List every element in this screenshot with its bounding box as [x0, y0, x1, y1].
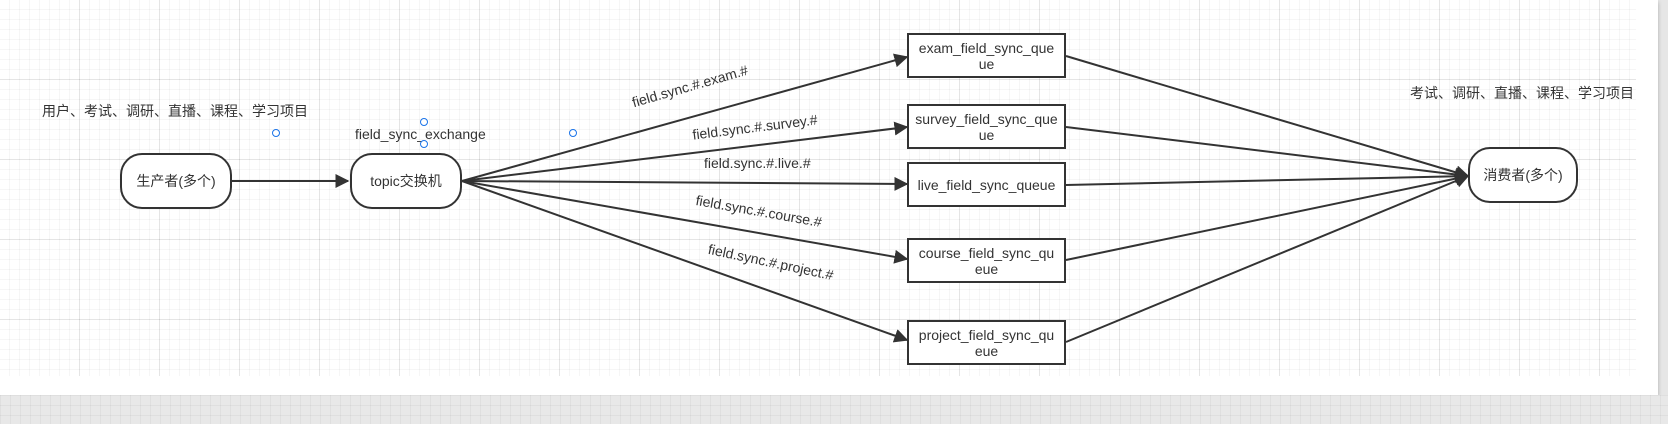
- live-queue-node[interactable]: live_field_sync_queue: [907, 162, 1066, 207]
- exchange-node[interactable]: topic交换机: [350, 153, 462, 209]
- diagram-page[interactable]: [0, 0, 1658, 395]
- canvas-margin: [0, 395, 1668, 424]
- selection-handle-bottom[interactable]: [420, 140, 428, 148]
- edge-exchange-to-survey-queue[interactable]: [461, 121, 909, 182]
- consumer-node[interactable]: 消费者(多个): [1468, 147, 1578, 203]
- survey-queue-label: survey_field_sync_queue: [915, 110, 1058, 143]
- edge-project-queue-to-consumer[interactable]: [1065, 174, 1470, 343]
- routing-key-live[interactable]: field.sync.#.live.#: [704, 155, 811, 171]
- exam-queue-label: exam_field_sync_queue: [918, 39, 1055, 72]
- exchange-node-label: topic交换机: [370, 173, 442, 189]
- consumer-caption: 考试、调研、直播、课程、学习项目: [1410, 85, 1634, 101]
- producer-caption: 用户、考试、调研、直播、课程、学习项目: [42, 103, 308, 119]
- edge-exchange-to-exam-queue[interactable]: [461, 53, 909, 182]
- exam-queue-node[interactable]: exam_field_sync_queue: [907, 33, 1066, 78]
- selection-handle-top[interactable]: [420, 118, 428, 126]
- edge-live-queue-to-consumer[interactable]: [1065, 169, 1470, 186]
- selection-handle-right[interactable]: [569, 129, 577, 137]
- edge-exchange-to-live-queue[interactable]: [461, 176, 909, 191]
- edge-exam-queue-to-consumer[interactable]: [1065, 55, 1470, 180]
- grid-background: [0, 0, 1636, 376]
- edge-exchange-to-course-queue[interactable]: [461, 180, 909, 264]
- live-queue-label: live_field_sync_queue: [917, 176, 1056, 193]
- producer-node-label: 生产者(多个): [136, 173, 216, 189]
- course-queue-label: course_field_sync_queue: [918, 244, 1055, 277]
- edge-course-queue-to-consumer[interactable]: [1065, 171, 1470, 261]
- selection-handle-left[interactable]: [272, 129, 280, 137]
- course-queue-node[interactable]: course_field_sync_queue: [907, 238, 1066, 283]
- edge-survey-queue-to-consumer[interactable]: [1065, 126, 1470, 182]
- edge-exchange-to-project-queue[interactable]: [461, 180, 909, 343]
- project-queue-node[interactable]: project_field_sync_queue: [907, 320, 1066, 365]
- producer-node[interactable]: 生产者(多个): [120, 153, 232, 209]
- exchange-caption: field_sync_exchange: [355, 126, 486, 142]
- survey-queue-node[interactable]: survey_field_sync_queue: [907, 104, 1066, 149]
- consumer-node-label: 消费者(多个): [1483, 167, 1563, 183]
- project-queue-label: project_field_sync_queue: [918, 326, 1055, 359]
